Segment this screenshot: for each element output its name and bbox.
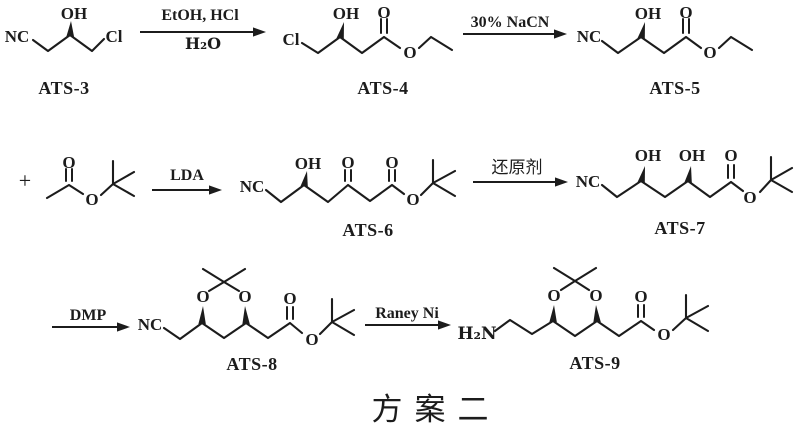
arrow-head	[555, 177, 568, 187]
stereo-wedge-bond	[300, 171, 308, 187]
reaction-arrow-step6: Raney Ni	[365, 305, 451, 330]
stereo-wedge-bond-left	[549, 305, 557, 322]
atom-label-nc: NC	[138, 315, 163, 334]
structure-ats6: NC OH O O O ATS-6	[240, 153, 457, 240]
atom-label-ketone-o: O	[341, 153, 354, 172]
atom-label-carbonyl-o: O	[679, 3, 692, 22]
arrow-head	[438, 320, 451, 330]
atom-label-nc: NC	[577, 27, 602, 46]
atom-label-oh: OH	[61, 4, 87, 23]
plus-operator: +	[19, 168, 31, 193]
skeleton-bonds	[162, 267, 356, 341]
carbonyl-double-bond	[380, 18, 388, 34]
reagent-label-step6: Raney Ni	[375, 305, 439, 322]
reagent-label-step2: 30% NaCN	[471, 14, 550, 31]
atom-label-ester-o: O	[403, 43, 416, 62]
arrow-head	[117, 322, 130, 332]
atom-label-nc: NC	[5, 27, 30, 46]
atom-label-ester-o: O	[406, 190, 419, 209]
atom-label-ester-o: O	[743, 188, 756, 207]
skeleton-bonds	[31, 33, 106, 53]
atom-label-ring-o-right: O	[238, 287, 251, 306]
skeleton-bonds	[600, 155, 794, 199]
structure-ats8: NC O O O O ATS-8	[138, 267, 356, 374]
atom-label-oh: OH	[333, 4, 359, 23]
atom-label-oh-right: OH	[679, 146, 705, 165]
reagent-label-step1-above: EtOH, HCl	[161, 7, 239, 24]
atom-label-cl: Cl	[106, 27, 123, 46]
carbonyl-double-bond	[682, 18, 690, 34]
structure-ats3: NC OH Cl ATS-3	[5, 4, 123, 98]
atom-label-oh-left: OH	[635, 146, 661, 165]
carbonyl-double-bond	[65, 168, 73, 182]
atom-label-ester-o: O	[657, 325, 670, 344]
atom-label-ring-o-right: O	[589, 286, 602, 305]
atom-label-oh: OH	[635, 4, 661, 23]
compound-label-ats5: ATS-5	[649, 78, 700, 98]
compound-label-ats6: ATS-6	[342, 220, 393, 240]
reaction-arrow-step5: DMP	[52, 307, 130, 332]
structure-ats9: H₂N O O O O ATS-9	[457, 266, 710, 373]
reagent-label-step5: DMP	[70, 307, 107, 324]
carbonyl-double-bond	[637, 304, 645, 318]
reaction-arrow-step3: LDA	[152, 167, 222, 195]
stereo-wedge-bond-right	[242, 306, 250, 324]
atom-label-carbonyl-o: O	[634, 287, 647, 306]
compound-label-ats3: ATS-3	[38, 78, 89, 98]
reaction-arrow-step4: 还原剂	[473, 158, 568, 187]
stereo-wedge-bond-right	[684, 166, 692, 183]
arrow-head	[554, 29, 567, 39]
reagent-label-step3: LDA	[170, 167, 204, 184]
arrow-head	[253, 27, 266, 37]
atom-label-carbonyl-o: O	[283, 289, 296, 308]
compound-label-ats7: ATS-7	[654, 218, 705, 238]
reagent-label-step4: 还原剂	[492, 158, 543, 178]
structure-ats4: Cl OH O O ATS-4	[283, 3, 454, 98]
atom-label-carbonyl-o: O	[377, 3, 390, 22]
compound-label-ats8: ATS-8	[226, 354, 277, 374]
atom-label-ester-o: O	[305, 330, 318, 349]
carbonyl-double-bond	[286, 306, 294, 320]
carbonyl-double-bond	[727, 164, 735, 179]
skeleton-bonds	[600, 35, 754, 55]
structure-ats7: NC OH OH O O ATS-7	[576, 146, 794, 238]
compound-label-ats4: ATS-4	[357, 78, 408, 98]
atom-label-cl: Cl	[283, 30, 300, 49]
atom-label-ester-o: O	[85, 190, 98, 209]
skeleton-bonds	[493, 266, 710, 338]
atom-label-oh: OH	[295, 154, 321, 173]
structure-ats5: NC OH O O ATS-5	[577, 3, 754, 98]
atom-label-ester-o: O	[703, 43, 716, 62]
atom-label-carbonyl-o: O	[62, 153, 75, 172]
atom-label-ring-o-left: O	[547, 286, 560, 305]
atom-label-carbonyl-o: O	[724, 146, 737, 165]
skeleton-bonds	[300, 35, 454, 55]
structure-tert-butyl-acetate: O O	[45, 153, 136, 209]
ester-carbonyl-double-bond	[388, 169, 396, 182]
stereo-wedge-bond	[336, 22, 344, 39]
atom-label-nc: NC	[240, 177, 265, 196]
ketone-double-bond	[344, 169, 352, 182]
atom-label-h2n: H₂N	[457, 324, 496, 344]
reagent-label-step1-below: H₂O	[185, 34, 221, 53]
reaction-arrow-step1: EtOH, HCl H₂O	[140, 7, 266, 53]
atom-label-carbonyl-o: O	[385, 153, 398, 172]
atom-label-nc: NC	[576, 172, 601, 191]
stereo-wedge-bond	[637, 22, 645, 39]
stereo-wedge-bond-left	[637, 166, 645, 183]
stereo-wedge-bond-right	[593, 305, 601, 322]
arrow-head	[209, 185, 222, 195]
atom-label-ring-o-left: O	[196, 287, 209, 306]
stereo-wedge-bond-left	[198, 306, 206, 324]
scheme-title: 方案二	[372, 392, 501, 428]
reaction-arrow-step2: 30% NaCN	[463, 14, 567, 39]
skeleton-bonds	[45, 159, 136, 200]
stereo-wedge-bond	[66, 21, 74, 37]
compound-label-ats9: ATS-9	[569, 353, 620, 373]
skeleton-bonds	[264, 158, 457, 204]
